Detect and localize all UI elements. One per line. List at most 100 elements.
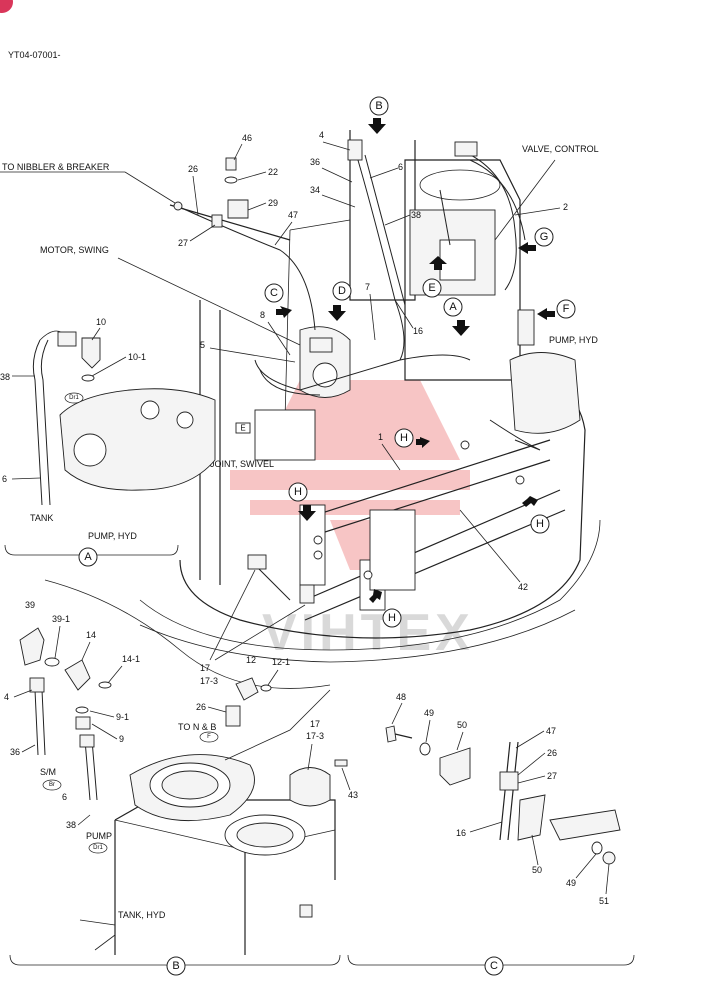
- watermark-text: VIHTEX: [262, 604, 474, 662]
- part-5: 5: [200, 340, 205, 350]
- part-48: 48: [396, 692, 406, 702]
- part-36-b: 36: [10, 747, 20, 757]
- label-tank-a: TANK: [30, 513, 53, 523]
- arrow-f-icon: [537, 308, 555, 320]
- main-callouts: B G F C D E A H H H H: [264, 96, 576, 628]
- label-to-n-b: TO N & B: [178, 722, 216, 732]
- arrow-a-icon: [452, 320, 470, 336]
- arrow-d-icon: [328, 305, 346, 321]
- detail-b-title: B: [166, 956, 186, 976]
- arrow-b-icon: [368, 118, 386, 134]
- tag-dr-a: Dr1: [64, 392, 84, 404]
- part-27: 27: [178, 238, 188, 248]
- callout-b: B: [369, 96, 389, 116]
- part-6-a: 6: [2, 474, 7, 484]
- part-46: 46: [242, 133, 252, 143]
- svg-text:Dr1: Dr1: [69, 395, 79, 401]
- label-joint-swivel: JOINT, SWIVEL: [210, 459, 274, 469]
- svg-text:C: C: [490, 960, 498, 972]
- part-12: 12: [246, 655, 256, 665]
- part-39-1: 39-1: [52, 614, 70, 624]
- callout-e: E: [422, 278, 442, 298]
- label-to-nibbler: TO NIBBLER & BREAKER: [2, 162, 110, 172]
- svg-text:F: F: [207, 734, 211, 740]
- arrow-h3-icon: [522, 496, 538, 507]
- callout-h-1: H: [394, 428, 414, 448]
- label-tank-hyd: TANK, HYD: [118, 910, 166, 920]
- part-29: 29: [268, 198, 278, 208]
- part-17-3-b: 17-3: [306, 731, 324, 741]
- page-marker-icon: [0, 0, 13, 13]
- svg-text:Dr1: Dr1: [93, 845, 103, 851]
- callout-c: C: [264, 283, 284, 303]
- svg-text:H: H: [294, 486, 302, 498]
- main-assembly: [139, 130, 601, 663]
- part-47-c: 47: [546, 726, 556, 736]
- part-36: 36: [310, 157, 320, 167]
- part-4: 4: [319, 130, 324, 140]
- arrow-e-icon: [429, 256, 447, 270]
- part-1: 1: [378, 432, 383, 442]
- svg-text:E: E: [428, 282, 435, 294]
- arrow-h4-icon: [369, 589, 382, 603]
- part-7: 7: [365, 282, 370, 292]
- watermark-logo: [230, 380, 470, 570]
- part-27-c: 27: [547, 771, 557, 781]
- callout-h-3: H: [530, 514, 550, 534]
- part-17-main: 17: [200, 663, 210, 673]
- part-38-b: 38: [66, 820, 76, 830]
- svg-text:H: H: [400, 432, 408, 444]
- detail-c: 48 49 50 47 26 27 16 50 49 51 C: [347, 692, 635, 976]
- label-sm: S/M: [40, 767, 56, 777]
- part-50: 50: [457, 720, 467, 730]
- tag-f-b: F: [199, 731, 219, 743]
- tag-br-b: Br: [42, 779, 62, 791]
- svg-text:B: B: [375, 100, 382, 112]
- svg-text:H: H: [536, 518, 544, 530]
- part-22: 22: [268, 167, 278, 177]
- svg-text:A: A: [84, 551, 92, 563]
- svg-text:B: B: [172, 960, 179, 972]
- part-16: 16: [413, 326, 423, 336]
- part-50-c: 50: [532, 865, 542, 875]
- part-17-3-main: 17-3: [200, 676, 218, 686]
- part-6: 6: [398, 162, 403, 172]
- part-34: 34: [310, 185, 320, 195]
- part-9-1: 9-1: [116, 712, 129, 722]
- callout-h-4: H: [382, 608, 402, 628]
- part-12-1: 12-1: [272, 657, 290, 667]
- svg-text:D: D: [338, 285, 346, 297]
- part-9: 9: [119, 734, 124, 744]
- arrow-h1-icon: [416, 437, 430, 448]
- part-47: 47: [288, 210, 298, 220]
- svg-text:Br: Br: [49, 782, 55, 788]
- part-49: 49: [424, 708, 434, 718]
- callout-a: A: [443, 297, 463, 317]
- detail-b: Br F Dr1 39 39-1 14 14-1 12 12-1 4 9-1 9…: [4, 579, 358, 976]
- callout-d: D: [332, 281, 352, 301]
- part-8: 8: [260, 310, 265, 320]
- part-6-b: 6: [62, 792, 67, 802]
- part-14-1: 14-1: [122, 654, 140, 664]
- tag-e-joint: E: [240, 424, 245, 433]
- arrow-g-icon: [518, 242, 536, 254]
- main-part-numbers: 46 22 29 26 27 47 4 36 6 34 38 2 8 5 7 1…: [178, 130, 568, 686]
- callout-h-2: H: [288, 482, 308, 502]
- part-51: 51: [599, 896, 609, 906]
- label-pump-b: PUMP: [86, 831, 112, 841]
- label-motor-swing: MOTOR, SWING: [40, 245, 109, 255]
- part-39: 39: [25, 600, 35, 610]
- callout-g: G: [534, 227, 554, 247]
- detail-a-title: A: [78, 547, 98, 567]
- part-2: 2: [563, 202, 568, 212]
- part-10-a: 10: [96, 317, 106, 327]
- arrow-c-icon: [276, 306, 292, 318]
- arrow-h2-icon: [298, 505, 316, 521]
- svg-text:H: H: [388, 612, 396, 624]
- part-4-b: 4: [4, 692, 9, 702]
- part-26-c: 26: [547, 748, 557, 758]
- detail-a: Dr1 10 10-1 38 6 TANK PUMP, HYD A: [0, 317, 216, 567]
- part-16-c: 16: [456, 828, 466, 838]
